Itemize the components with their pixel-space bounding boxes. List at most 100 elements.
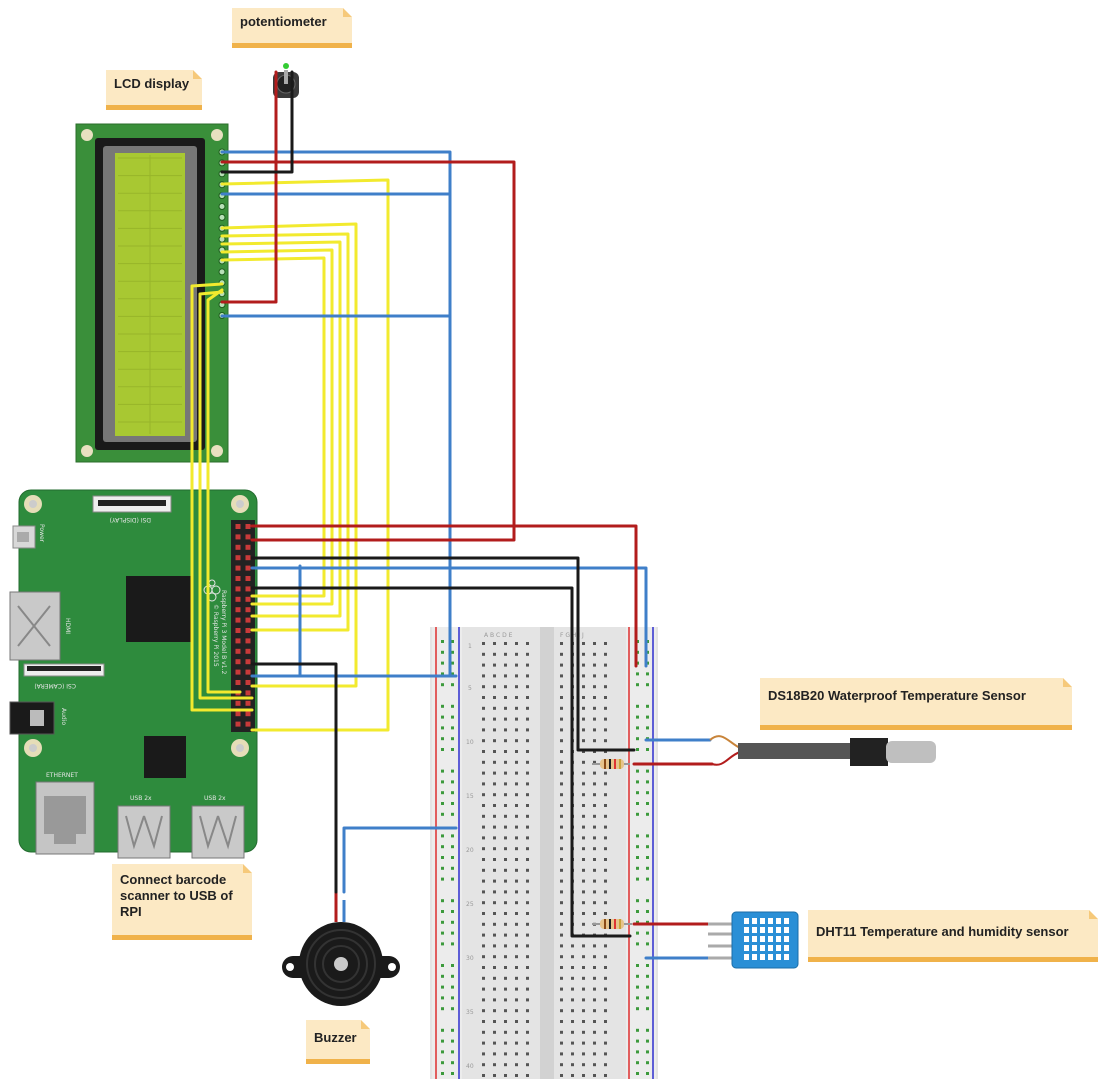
bb-hole [571,1052,574,1056]
bb-hole [593,987,596,991]
gpio-pin [245,565,251,571]
bb-row-1: 1 [468,643,472,650]
bb-hole [582,1052,585,1056]
bb-hole [560,696,563,699]
rail-hole [636,877,639,881]
rail-hole [636,780,639,784]
bb-hole [504,879,507,883]
gpio-pin [245,680,251,685]
rail-hole [636,683,639,687]
rpi-soc-chip [126,576,192,642]
dht-grille-hole [768,945,773,951]
bb-hole [593,944,596,948]
bb-hole [482,706,485,710]
bb-hole [493,1009,496,1013]
bb-hole [582,771,585,775]
bb-hole [582,793,585,797]
bb-hole [515,674,518,678]
dht-grille-hole [752,945,757,951]
bb-hole [515,760,518,764]
bb-hole [515,642,518,645]
gpio-pin [235,544,241,550]
rail-hole [451,802,454,805]
rail-hole [441,683,444,687]
resistor-ds18b20 [592,759,630,769]
bb-hole [504,793,507,797]
bb-hole [504,1041,507,1045]
bb-hole [504,912,507,915]
raspberry-pi: DSI (DISPLAY) Power HDMI CSI (CAMERA) Au… [9,489,258,859]
rail-hole [441,715,444,719]
rail-hole [636,899,639,903]
rail-hole [441,899,444,903]
rail-hole [451,715,454,719]
bb-hole [604,804,607,807]
rail-hole [441,726,444,730]
bb-hole [604,1020,607,1023]
bb-hole [515,663,518,667]
bb-hole [493,1052,496,1056]
rail-hole [636,726,639,730]
bb-hole [526,890,529,894]
rail-hole [451,834,454,838]
bb-hole [515,955,518,959]
rail-hole [636,672,639,676]
dht-grille-hole [752,918,757,924]
bb-hole [582,976,585,980]
bb-hole [526,966,529,969]
bb-hole [504,1063,507,1067]
bb-hole [515,717,518,721]
bb-hole [504,1074,507,1077]
dht-grille-hole [752,936,757,942]
black-wires [220,70,636,938]
bb-hole [482,685,485,689]
bb-hole [515,879,518,883]
bb-hole [482,674,485,678]
rail-hole [441,650,444,654]
dht-grille-hole [776,954,781,960]
bb-hole [493,868,496,872]
bb-hole [526,944,529,948]
bb-hole [526,1020,529,1023]
bb-hole [582,739,585,743]
bb-hole [515,998,518,1002]
bb-hole [560,663,563,667]
bb-hole [504,804,507,807]
rail-hole [636,748,639,751]
rail-hole [441,704,444,708]
dht11-sensor [708,911,799,969]
rail-hole [636,769,639,773]
rail-hole [451,931,454,935]
bb-hole [593,879,596,883]
bb-hole [504,944,507,948]
bb-hole [604,706,607,710]
bb-hole [604,868,607,872]
bb-hole [604,912,607,915]
rail-hole [441,661,444,665]
rail-hole [636,791,639,795]
rail-hole [441,910,444,913]
bb-hole [526,728,529,732]
bb-hole [493,642,496,645]
bb-hole [493,912,496,915]
bb-hole [515,782,518,786]
bb-hole [560,858,563,861]
rail-hole [636,1072,639,1075]
bb-hole [504,771,507,775]
rpi-camera-label: CSI (CAMERA) [34,682,76,689]
dht-grille-hole [784,936,789,942]
bb-hole [493,717,496,721]
bb-hole [493,663,496,667]
bb-hole [482,879,485,883]
bb-hole [560,912,563,915]
gpio-pin [245,648,251,654]
bb-hole [493,674,496,678]
rail-hole [646,877,649,881]
bb-hole [582,858,585,861]
rail-hole [451,920,454,924]
dht-grille-hole [760,936,765,942]
breadboard-right-power-rail [626,627,656,1079]
bb-hole [493,1063,496,1067]
gpio-pin [245,669,251,675]
rail-hole [646,802,649,805]
